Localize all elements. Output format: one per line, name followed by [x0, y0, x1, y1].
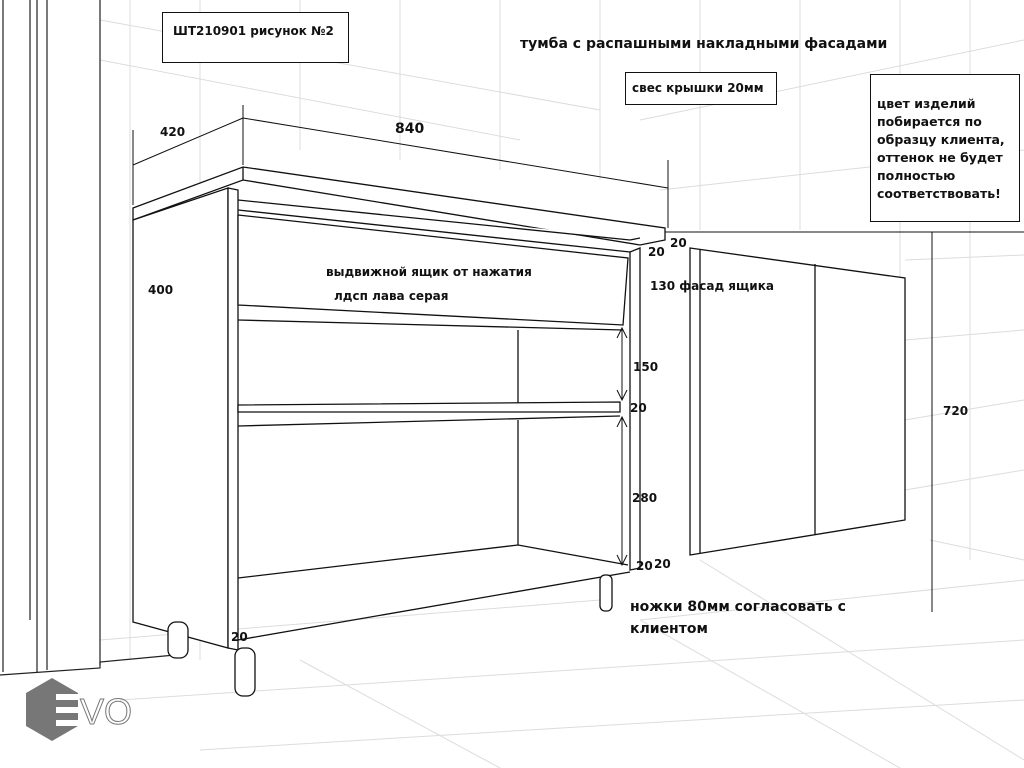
leg	[599, 574, 613, 612]
side-panel	[132, 187, 229, 649]
drawer-note-1: выдвижной ящик от нажатия	[326, 265, 532, 279]
dim-width: 840	[395, 121, 425, 137]
front-right-edge	[629, 247, 641, 571]
cabinet	[132, 166, 906, 697]
door-fronts	[689, 247, 906, 556]
dim-height-side: 400	[148, 283, 174, 297]
dim-bottom-left: 20	[231, 630, 248, 644]
legs-note-1: ножки 80мм согласовать с	[630, 599, 846, 615]
legs-note-2: клиентом	[630, 621, 708, 637]
overhang-box: свес крышки 20мм	[625, 72, 777, 105]
dim-shelf: 20	[630, 401, 647, 415]
wall-edge	[0, 0, 176, 676]
color-note: цвет изделий побирается по образцу клиен…	[877, 96, 1005, 201]
title-box: ШТ210901 рисунок №2	[162, 12, 349, 63]
drawer-note-2: лдсп лава серая	[334, 289, 449, 303]
dim-top-thickness: 20	[670, 236, 687, 250]
color-note-box: цвет изделий побирается по образцу клиен…	[870, 74, 1020, 222]
dimension-lines	[132, 105, 1024, 612]
dim-depth: 420	[160, 125, 186, 139]
dim-drawer-space: 150	[633, 360, 659, 374]
dim-lower-space: 280	[632, 491, 658, 505]
overhang-note: свес крышки 20мм	[632, 81, 764, 95]
evo-logo: VO	[26, 678, 133, 741]
dim-bottom-a: 20	[636, 559, 653, 573]
leg	[167, 621, 189, 659]
leg	[234, 647, 256, 697]
heading: тумба с распашными накладными фасадами	[520, 36, 888, 52]
dim-panel-top: 20	[648, 245, 665, 259]
dim-total-height: 720	[943, 404, 969, 418]
front-left-edge	[227, 187, 239, 651]
dim-drawer-front: 130 фасад ящика	[650, 279, 774, 293]
svg-text:VO: VO	[80, 691, 132, 732]
shelf	[237, 401, 621, 413]
drawer	[237, 214, 629, 326]
dim-bottom-b: 20	[654, 557, 671, 571]
title-text: ШТ210901 рисунок №2	[173, 24, 334, 38]
